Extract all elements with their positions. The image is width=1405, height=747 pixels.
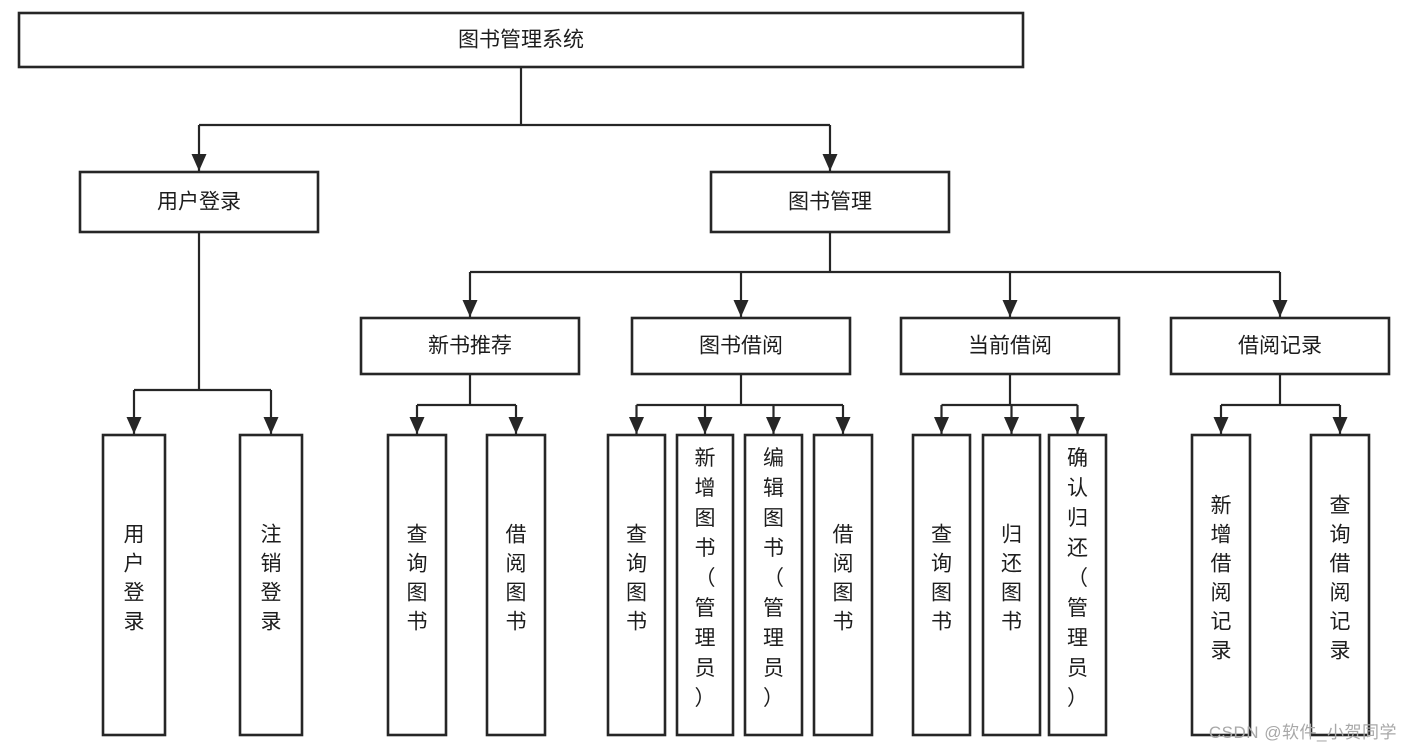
arrow-head-icon [835,417,851,434]
node-level3-2-box [899,316,1121,376]
node-leaf-current-borrow-2-box [1047,433,1108,737]
arrow-head-icon [629,417,644,434]
node-leaf-book-borrow-0[interactable]: 查询图书 [606,433,667,737]
node-leaf-borrow-records-1-box [1309,433,1371,737]
arrow-head-icon [1002,300,1018,317]
node-level3-3[interactable]: 借阅记录 [1169,316,1391,376]
node-leaf-book-borrow-1-box [675,433,735,737]
node-leaf-book-borrow-3-label: 借阅图书 [833,524,854,634]
node-leaf-new-book-recommend-0-label: 查询图书 [407,524,428,634]
node-leaf-current-borrow-1-box [981,433,1042,737]
node-leaf-current-borrow-2[interactable]: 确认归还（管理员） [1047,433,1108,737]
arrow-head-icon [1004,417,1019,434]
node-level3-2-label: 当前借阅 [968,335,1052,358]
node-level2-0-box [78,170,320,234]
node-level3-0-label: 新书推荐 [428,335,512,358]
node-level2-1[interactable]: 图书管理 [709,170,951,234]
node-leaf-borrow-records-1[interactable]: 查询借阅记录 [1309,433,1371,737]
node-leaf-user-login-0-box [101,433,167,737]
node-leaf-current-borrow-0-label: 查询图书 [931,524,952,634]
node-leaf-current-borrow-1-label: 归还图书 [1001,524,1022,634]
node-leaf-user-login-0-label: 用户登录 [124,524,145,634]
node-root-system-label: 图书管理系统 [458,29,584,52]
node-layer: 图书管理系统用户登录图书管理新书推荐图书借阅当前借阅借阅记录用户登录注销登录查询… [17,11,1391,737]
node-leaf-book-borrow-2[interactable]: 编辑图书（管理员） [743,433,804,737]
arrow-head-icon [733,300,749,317]
node-leaf-borrow-records-0-box [1190,433,1252,737]
node-leaf-book-borrow-2-box [743,433,804,737]
node-leaf-book-borrow-1-label: 新增图书（管理员） [695,447,716,710]
node-leaf-book-borrow-2-label: 编辑图书（管理员） [763,447,784,710]
node-leaf-book-borrow-3-box [812,433,874,737]
node-leaf-new-book-recommend-1-box [485,433,547,737]
node-level3-0-box [359,316,581,376]
arrow-head-icon [263,417,279,434]
node-leaf-new-book-recommend-0[interactable]: 查询图书 [386,433,448,737]
arrow-head-icon [822,154,838,171]
node-leaf-user-login-1[interactable]: 注销登录 [238,433,304,737]
node-leaf-book-borrow-1[interactable]: 新增图书（管理员） [675,433,735,737]
node-level3-3-box [1169,316,1391,376]
arrow-head-icon [1070,417,1085,434]
node-level3-2[interactable]: 当前借阅 [899,316,1121,376]
node-level2-1-label: 图书管理 [788,191,872,214]
node-leaf-current-borrow-2-label: 确认归还（管理员） [1067,447,1088,710]
node-root-system-box [17,11,1025,69]
node-level3-0[interactable]: 新书推荐 [359,316,581,376]
arrow-head-icon [1272,300,1288,317]
node-root-system[interactable]: 图书管理系统 [17,11,1025,69]
node-leaf-current-borrow-1[interactable]: 归还图书 [981,433,1042,737]
node-level2-0-label: 用户登录 [157,191,241,214]
node-level3-1[interactable]: 图书借阅 [630,316,852,376]
node-leaf-user-login-1-label: 注销登录 [261,524,282,634]
node-level3-3-label: 借阅记录 [1238,335,1322,358]
node-leaf-new-book-recommend-1-label: 借阅图书 [506,524,527,634]
arrow-head-icon [191,154,207,171]
node-leaf-book-borrow-0-box [606,433,667,737]
node-leaf-borrow-records-0-label: 新增借阅记录 [1211,495,1232,663]
arrow-head-icon [1332,417,1348,434]
arrow-head-icon [766,417,781,434]
arrow-head-icon [1213,417,1229,434]
node-level2-1-box [709,170,951,234]
node-leaf-user-login-0[interactable]: 用户登录 [101,433,167,737]
node-level3-1-box [630,316,852,376]
connector-layer [126,67,1348,434]
node-level3-1-label: 图书借阅 [699,335,783,358]
node-leaf-borrow-records-0[interactable]: 新增借阅记录 [1190,433,1252,737]
node-leaf-user-login-1-box [238,433,304,737]
node-level2-0[interactable]: 用户登录 [78,170,320,234]
node-leaf-current-borrow-0-box [911,433,972,737]
watermark-label: CSDN @软件_小贺同学 [1208,723,1397,742]
arrow-head-icon [409,417,425,434]
node-leaf-new-book-recommend-1[interactable]: 借阅图书 [485,433,547,737]
node-leaf-new-book-recommend-0-box [386,433,448,737]
node-leaf-current-borrow-0[interactable]: 查询图书 [911,433,972,737]
node-leaf-book-borrow-0-label: 查询图书 [626,524,647,634]
node-leaf-borrow-records-1-label: 查询借阅记录 [1330,495,1351,663]
node-leaf-book-borrow-3[interactable]: 借阅图书 [812,433,874,737]
arrow-head-icon [462,300,478,317]
arrow-head-icon [697,417,713,434]
arrow-head-icon [126,417,142,434]
arrow-head-icon [508,417,524,434]
arrow-head-icon [934,417,949,434]
